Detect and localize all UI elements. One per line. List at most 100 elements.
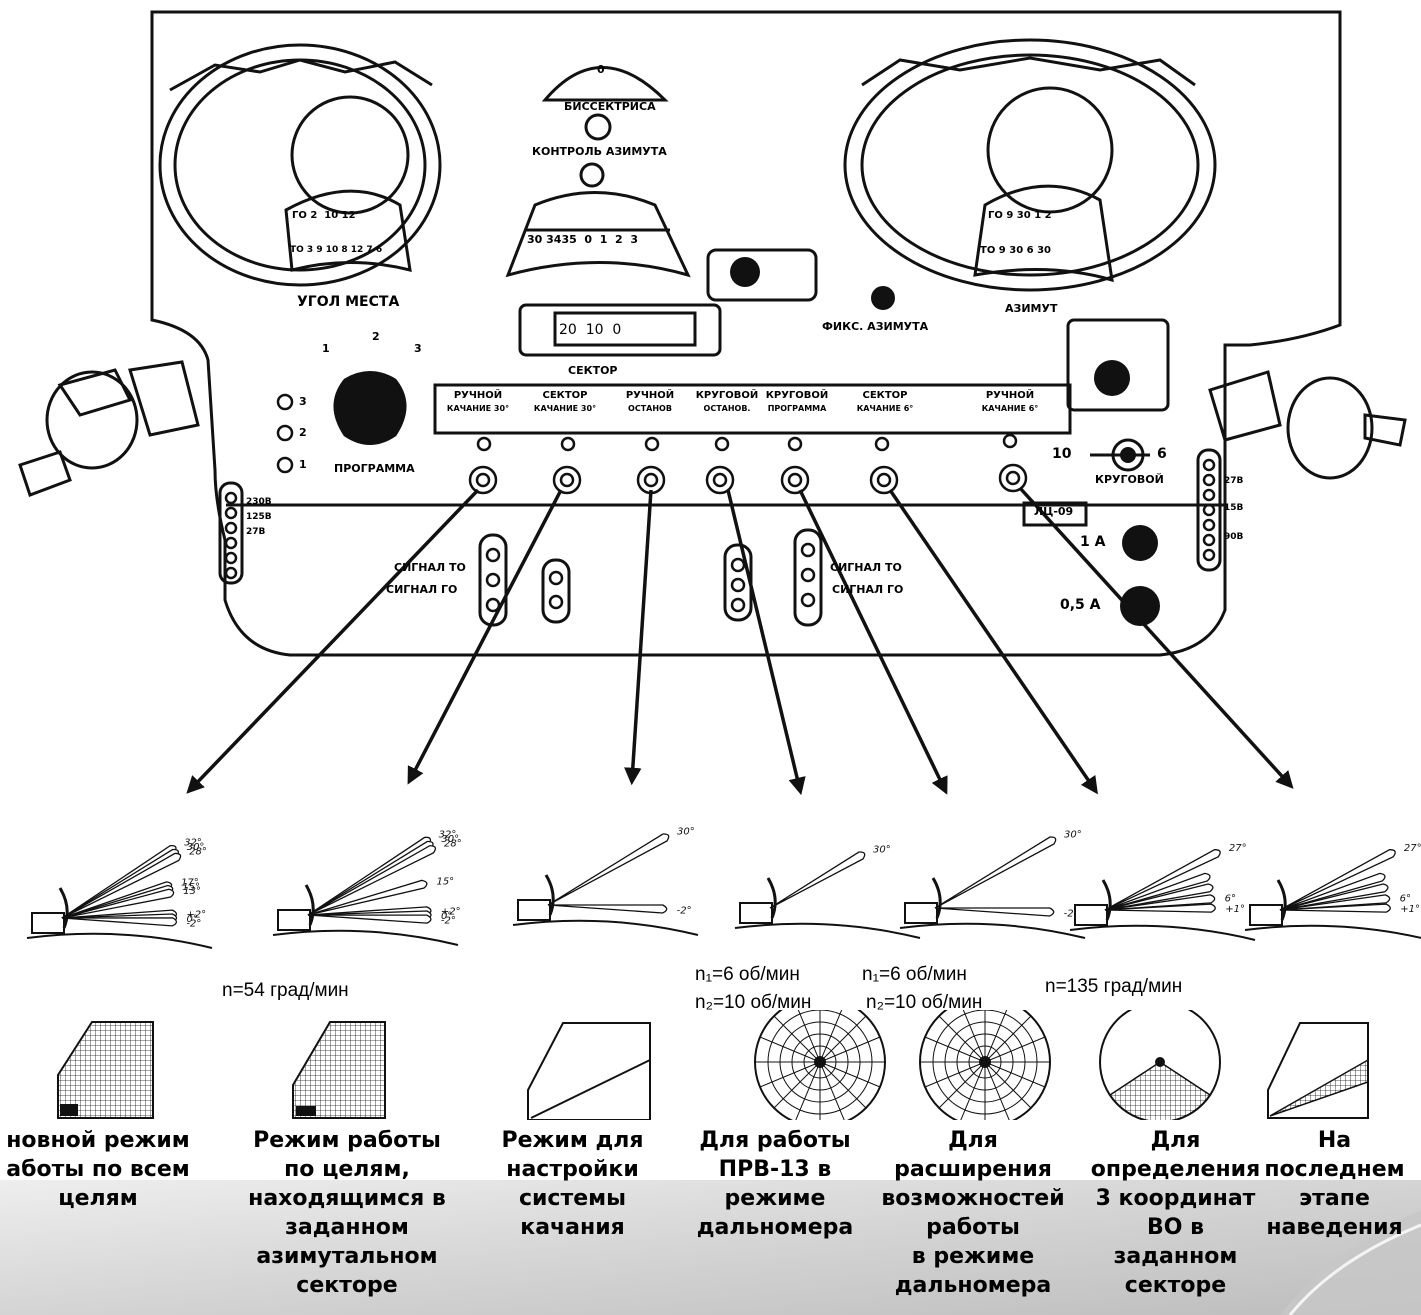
- radar-station-3: [518, 900, 550, 920]
- beam-angle-label-3-1: 30°: [677, 827, 695, 838]
- beam-angle-label-6-2: 6°: [1225, 893, 1236, 904]
- ground-line-6: [1070, 926, 1255, 940]
- radar-station-7: [1250, 905, 1282, 925]
- sector-scale: 20 10 0: [559, 322, 621, 338]
- mode-label-bottom-1: КАЧАНИЕ 30°: [433, 404, 523, 413]
- mode-label-bottom-6: КАЧАНИЕ 6°: [840, 404, 930, 413]
- beam-lobe-5-2: [935, 908, 1054, 916]
- caption-mode-2: Режим работы по целям, находящимся в зад…: [222, 1126, 472, 1300]
- switch-mark-3: 3: [414, 342, 422, 355]
- beam-angle-label-2-4: 15°: [436, 877, 454, 888]
- right-voltage-90: 90В: [1224, 532, 1243, 542]
- beam-lobe-3-2: [548, 905, 667, 913]
- mode-label-top-2: СЕКТОР: [520, 390, 610, 401]
- ground-line-1: [27, 934, 212, 948]
- program-pos-3: 3: [299, 395, 307, 408]
- az-dial-row2: ТО 9 30 6 30: [980, 245, 1051, 256]
- caption-mode-3: Режим для настройки системы качания: [485, 1126, 660, 1242]
- radar-station-5: [905, 903, 937, 923]
- mode-label-top-5: КРУГОВОЙ: [752, 390, 842, 401]
- switch-mark-2: 2: [372, 330, 380, 343]
- speed-label-sector6: n=135 град/мин: [1045, 976, 1182, 998]
- beam-lobe-4-1: [770, 852, 865, 908]
- signal-to-left: СИГНАЛ ТО: [394, 561, 466, 574]
- beam-angle-label-7-3: +1°: [1400, 904, 1420, 915]
- beam-angle-label-1-6: 13°: [183, 886, 201, 897]
- radar-station-2: [278, 910, 310, 930]
- circular-label: КРУГОВОЙ: [1095, 473, 1164, 486]
- right-voltage-27: 27В: [1224, 476, 1243, 486]
- indicator-screens: [0, 1010, 1421, 1120]
- screen-icon-7: [1268, 1023, 1368, 1118]
- beam-angle-label-6-1: 27°: [1229, 843, 1247, 854]
- mode-label-bottom-7: КАЧАНИЕ 6°: [965, 404, 1055, 413]
- program-pos-1: 1: [299, 458, 307, 471]
- beam-lobe-3-1: [548, 834, 669, 905]
- ground-line-4: [735, 924, 920, 938]
- bisector-label: БИССЕКТРИСА: [564, 100, 656, 113]
- beam-angle-label-3-2: -2°: [677, 905, 692, 916]
- right-voltage-15: 15В: [1224, 503, 1243, 513]
- signal-go-right: СИГНАЛ ГО: [832, 583, 903, 596]
- azimuth-label: АЗИМУТ: [1005, 302, 1057, 315]
- beam-lobe-2-7: [308, 915, 431, 923]
- screen-icon-6: [1100, 1010, 1220, 1120]
- beam-angle-label-7-2: 6°: [1400, 893, 1411, 904]
- beam-lobe-2-3: [308, 846, 435, 915]
- beam-angle-label-7-1: 27°: [1404, 843, 1421, 854]
- azimuth-fix-label: ФИКС. АЗИМУТА: [822, 320, 928, 333]
- sector-label: СЕКТОР: [568, 364, 618, 377]
- azimuth-control-label: КОНТРОЛЬ АЗИМУТА: [532, 145, 667, 158]
- left-voltage-125: 125В: [246, 512, 272, 522]
- speed-label-circ2-n1: n₁=6 об/мин: [862, 964, 967, 986]
- ground-line-3: [513, 921, 698, 935]
- speed-6-label: 6: [1157, 446, 1167, 462]
- ground-line-7: [1245, 926, 1421, 940]
- bisector-zero: 0: [597, 63, 605, 76]
- radar-station-6: [1075, 905, 1107, 925]
- signal-to-right: СИГНАЛ ТО: [830, 561, 902, 574]
- screen-icon-1: [58, 1022, 153, 1118]
- speed-10-label: 10: [1052, 446, 1071, 462]
- beam-lobe-1-9: [62, 918, 176, 926]
- caption-mode-4: Для работы ПРВ-13 в режиме дальномера: [680, 1126, 870, 1242]
- radar-station-1: [32, 913, 64, 933]
- caption-mode-7: На последнем этапе наведения: [1248, 1126, 1421, 1242]
- beam-angle-label-2-7: -2°: [441, 916, 456, 927]
- elev-dial-row2: ТО 3 9 10 8 12 7 6: [290, 245, 382, 255]
- model-label: ЛЦ-09: [1034, 505, 1073, 518]
- screen-icon-2: [293, 1022, 385, 1118]
- beam-angle-label-6-3: +1°: [1225, 904, 1245, 915]
- left-voltage-27: 27В: [246, 527, 265, 537]
- mode-label-top-7: РУЧНОЙ: [965, 390, 1055, 401]
- signal-go-left: СИГНАЛ ГО: [386, 583, 457, 596]
- beam-angle-label-1-9: -2°: [186, 918, 201, 929]
- mode-label-bottom-5: ПРОГРАММА: [752, 404, 842, 413]
- beam-angle-label-2-3: 28°: [444, 839, 462, 850]
- screen-icon-3: [528, 1023, 650, 1120]
- left-voltage-230: 230В: [246, 497, 272, 507]
- speed-label-circ1-n1: n₁=6 об/мин: [695, 964, 800, 986]
- screen-icon-5: [920, 1010, 1050, 1120]
- screen-icon-4: [755, 1010, 885, 1120]
- beam-lobe-5-1: [935, 837, 1056, 908]
- ground-line-5: [900, 924, 1085, 938]
- radar-station-4: [740, 903, 772, 923]
- fuse-05a-label: 0,5 А: [1060, 597, 1101, 613]
- speed-label-sector: n=54 град/мин: [222, 980, 349, 1002]
- caption-mode-5: Для расширения возможностей работы в реж…: [868, 1126, 1078, 1300]
- elev-dial-row1: ГО 2 10 12: [292, 210, 356, 221]
- caption-mode-6: Для определения 3 координат ВО в заданно…: [1078, 1126, 1273, 1300]
- beam-angle-label-4-1: 30°: [873, 845, 891, 856]
- mode-label-bottom-2: КАЧАНИЕ 30°: [520, 404, 610, 413]
- elevation-label: УГОЛ МЕСТА: [297, 294, 399, 310]
- beam-patterns: 32°30°28°17°15°13°+2°0°-2°32°30°28°15°+2…: [0, 780, 1421, 970]
- az-dial-row1: ГО 9 30 1 2: [988, 210, 1052, 221]
- drum-scale: 30 3435 0 1 2 3: [527, 233, 638, 246]
- switch-mark-1: 1: [322, 342, 330, 355]
- fuse-1a-label: 1 А: [1080, 534, 1105, 550]
- caption-mode-1: новной режим аботы по всем целям: [0, 1126, 208, 1213]
- program-pos-2: 2: [299, 426, 307, 439]
- beam-angle-label-1-3: 28°: [189, 846, 207, 857]
